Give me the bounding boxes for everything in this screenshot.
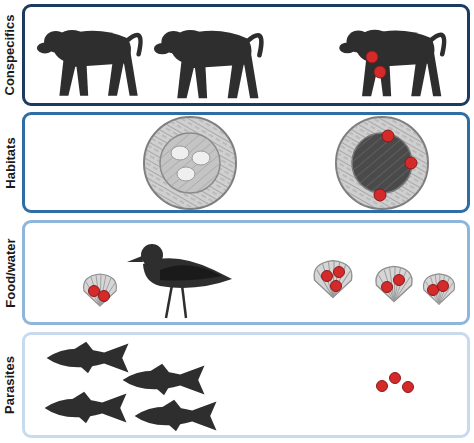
pathogen-dots [377, 373, 414, 393]
category-band: Habitats [22, 112, 470, 213]
baboon [154, 30, 261, 98]
fish [47, 342, 129, 374]
shell [424, 274, 455, 304]
fish [45, 392, 127, 424]
band-label: Habitats [1, 112, 19, 213]
fish [123, 364, 205, 396]
pathogen-dots [374, 130, 417, 201]
baboon [339, 30, 444, 97]
pathogen-dots [366, 51, 386, 78]
shell [84, 274, 117, 306]
nest [336, 117, 428, 209]
band-label: Food/water [1, 220, 19, 325]
category-band: Conspecifics [22, 4, 470, 106]
gull [127, 244, 232, 318]
nest [144, 117, 236, 209]
shell [376, 266, 412, 301]
category-band: Parasites [22, 332, 470, 438]
shell [314, 261, 352, 298]
band-label: Parasites [1, 332, 19, 438]
pathogen-dots [89, 267, 449, 302]
category-band: Food/water [22, 220, 470, 325]
baboon [37, 30, 141, 96]
fish [135, 400, 217, 432]
band-label: Conspecifics [1, 4, 19, 106]
